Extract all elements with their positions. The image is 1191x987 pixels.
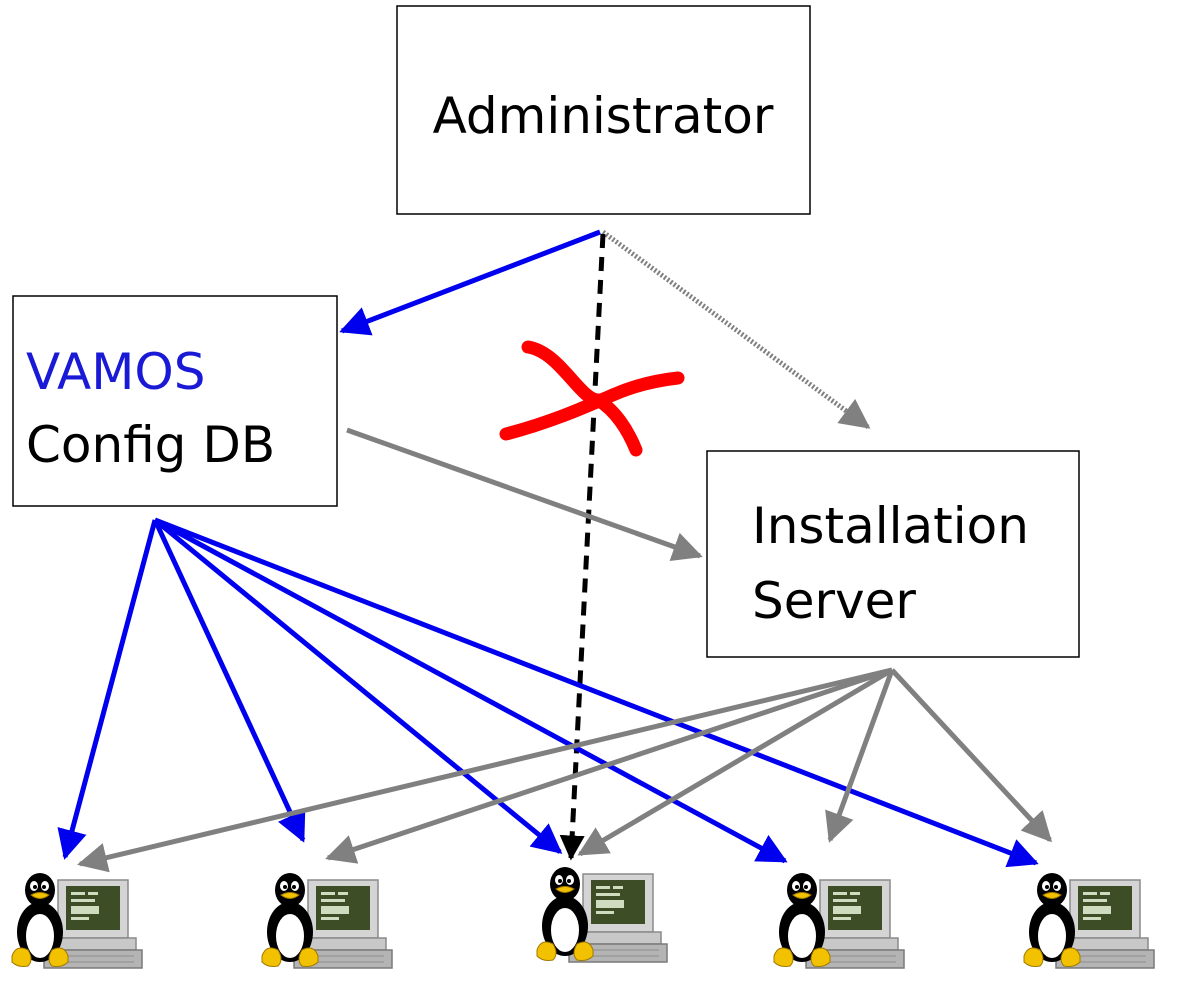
admin-to-config-arrow [339, 229, 601, 336]
red-cross-mark [499, 340, 685, 457]
admin-to-client-arrow [559, 233, 606, 861]
installation-label: Installation [752, 497, 1029, 555]
linux-workstation-icon [261, 872, 393, 969]
config-db-box [12, 295, 338, 507]
administrator-label: Administrator [433, 87, 774, 145]
vamos-label: VAMOS [26, 343, 205, 401]
linux-workstation-icon [1023, 872, 1155, 969]
admin-to-install-arrow [601, 229, 871, 430]
linux-workstation-icon [11, 872, 143, 969]
installation-server-box [706, 450, 1080, 658]
server-label: Server [752, 572, 916, 630]
config-to-clients-arrows [57, 517, 1039, 868]
config-to-install-arrow [346, 427, 703, 562]
linux-workstation-icon [536, 866, 668, 963]
install-to-clients-arrows [77, 667, 1053, 873]
config-db-label: Config DB [26, 416, 275, 474]
linux-workstation-icon [773, 872, 905, 969]
administrator-box [396, 5, 811, 215]
